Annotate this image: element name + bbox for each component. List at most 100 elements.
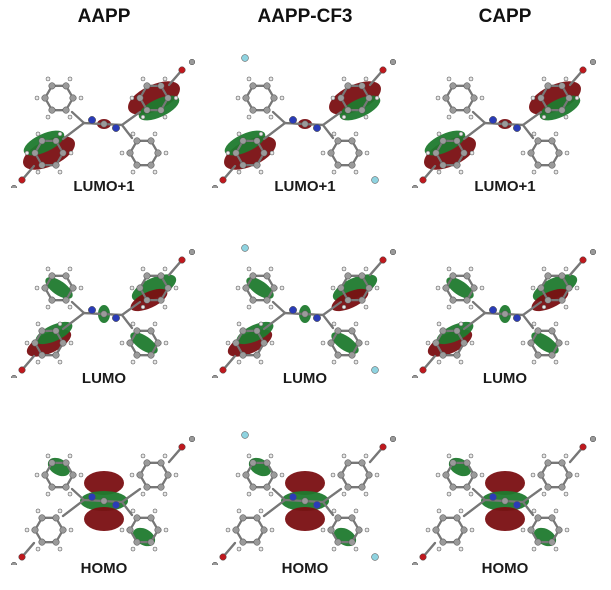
atom (564, 150, 570, 156)
atom (439, 538, 447, 546)
atom (143, 82, 151, 90)
atom (241, 431, 249, 439)
atom (38, 327, 46, 335)
atom (363, 114, 369, 120)
atom (331, 131, 337, 137)
atom (232, 526, 240, 534)
atom (337, 471, 345, 479)
atom (59, 526, 67, 534)
atom (126, 149, 134, 157)
atom (269, 150, 275, 156)
atom (374, 285, 380, 291)
atom (379, 256, 387, 264)
atom (38, 514, 46, 522)
atom (143, 459, 151, 467)
atom (289, 493, 297, 501)
column-header-aapp-cf3: AAPP-CF3 (257, 6, 353, 27)
atom (449, 483, 457, 491)
atom (249, 272, 257, 280)
atom (563, 114, 569, 120)
orbital-label: LUMO (81, 370, 127, 387)
atom (67, 453, 73, 459)
atom (260, 339, 268, 347)
atom (260, 149, 268, 157)
atom (239, 538, 247, 546)
atom (439, 161, 447, 169)
bond (120, 300, 142, 317)
atom (268, 114, 274, 120)
atom (334, 514, 342, 522)
atom (449, 296, 457, 304)
atom (436, 546, 442, 552)
bond (262, 121, 287, 141)
atom (344, 459, 352, 467)
atom (52, 137, 60, 145)
atom (537, 284, 545, 292)
atom (249, 82, 257, 90)
atom (129, 95, 135, 101)
atom (126, 526, 134, 534)
atom (531, 131, 537, 137)
atom (334, 351, 342, 359)
atom (489, 306, 497, 314)
orbital-lobe (424, 136, 476, 170)
atom (458, 546, 464, 552)
atom (435, 95, 441, 101)
bond (521, 110, 543, 127)
atom (136, 471, 144, 479)
atom (449, 272, 457, 280)
atom (453, 327, 461, 335)
atom (246, 76, 252, 82)
atom (162, 266, 168, 272)
atom (548, 538, 556, 546)
atom (268, 304, 274, 310)
atom (446, 266, 452, 272)
atom (301, 497, 309, 505)
atom (258, 508, 264, 514)
atom (436, 169, 442, 175)
atom (263, 483, 271, 491)
atom (112, 124, 120, 132)
atom (249, 483, 257, 491)
atom (225, 527, 231, 533)
atom (534, 327, 542, 335)
atom (143, 296, 151, 304)
atom (531, 321, 537, 327)
orbital-label: LUMO+1 (474, 178, 536, 195)
atom (574, 285, 580, 291)
atom (355, 339, 363, 347)
atom (68, 150, 74, 156)
atom (164, 94, 172, 102)
atom (353, 546, 359, 552)
atom (358, 296, 366, 304)
molecule-illustration (411, 435, 597, 565)
atom (558, 106, 566, 114)
atom (152, 546, 158, 552)
atom (563, 266, 569, 272)
atom (130, 546, 136, 552)
atom (501, 120, 509, 128)
atom (327, 149, 335, 157)
atom (574, 95, 580, 101)
atom (334, 327, 342, 335)
atom (279, 472, 285, 478)
orbital-cell (405, 218, 605, 403)
atom (263, 82, 271, 90)
atom (38, 538, 46, 546)
column-header-capp: CAPP (478, 6, 532, 27)
atom (35, 508, 41, 514)
atom (479, 95, 485, 101)
atom (100, 120, 108, 128)
atom (589, 58, 597, 66)
atom (57, 321, 63, 327)
atom (246, 266, 252, 272)
atom (52, 538, 60, 546)
atom (45, 453, 51, 459)
atom (236, 359, 242, 365)
molecule-illustration (10, 435, 196, 565)
atom (353, 508, 359, 514)
atom (48, 272, 56, 280)
atom (35, 169, 41, 175)
atom (534, 161, 542, 169)
atom (67, 76, 73, 82)
